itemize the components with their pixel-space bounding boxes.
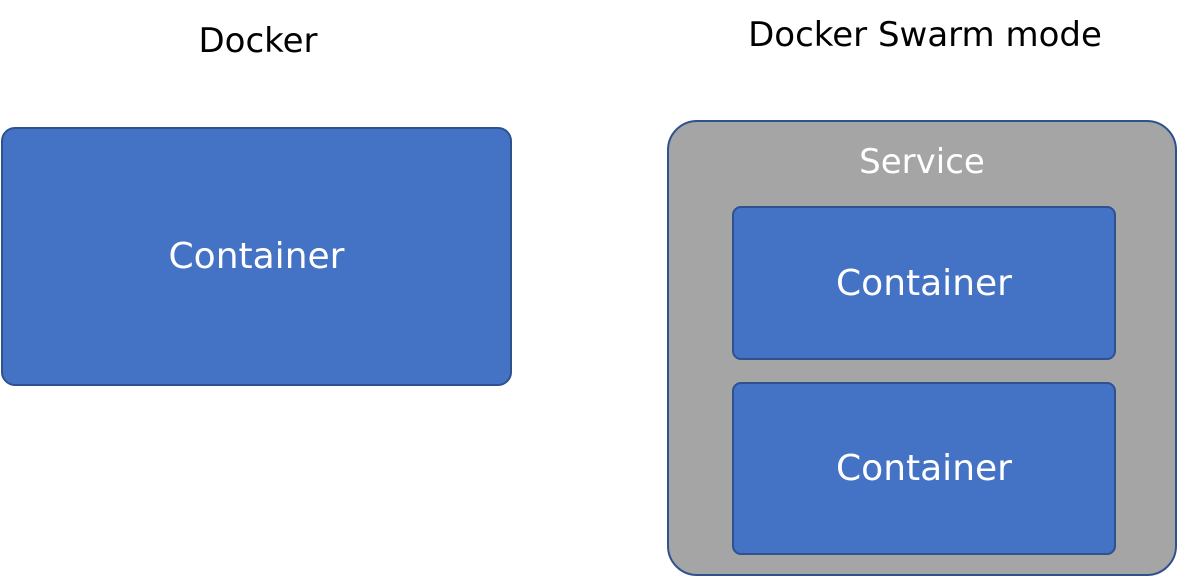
docker-swarm-title: Docker Swarm mode xyxy=(748,15,1102,55)
docker-container-label: Container xyxy=(168,236,345,277)
swarm-container-box-1: Container xyxy=(732,206,1116,360)
docker-title: Docker xyxy=(198,21,318,61)
service-label: Service xyxy=(859,142,985,182)
swarm-service-box: Service Container Container xyxy=(667,120,1177,576)
swarm-container-label-1: Container xyxy=(836,262,1012,304)
docker-container-box: Container xyxy=(1,127,512,386)
swarm-container-label-2: Container xyxy=(836,448,1012,489)
swarm-container-box-2: Container xyxy=(732,382,1116,555)
